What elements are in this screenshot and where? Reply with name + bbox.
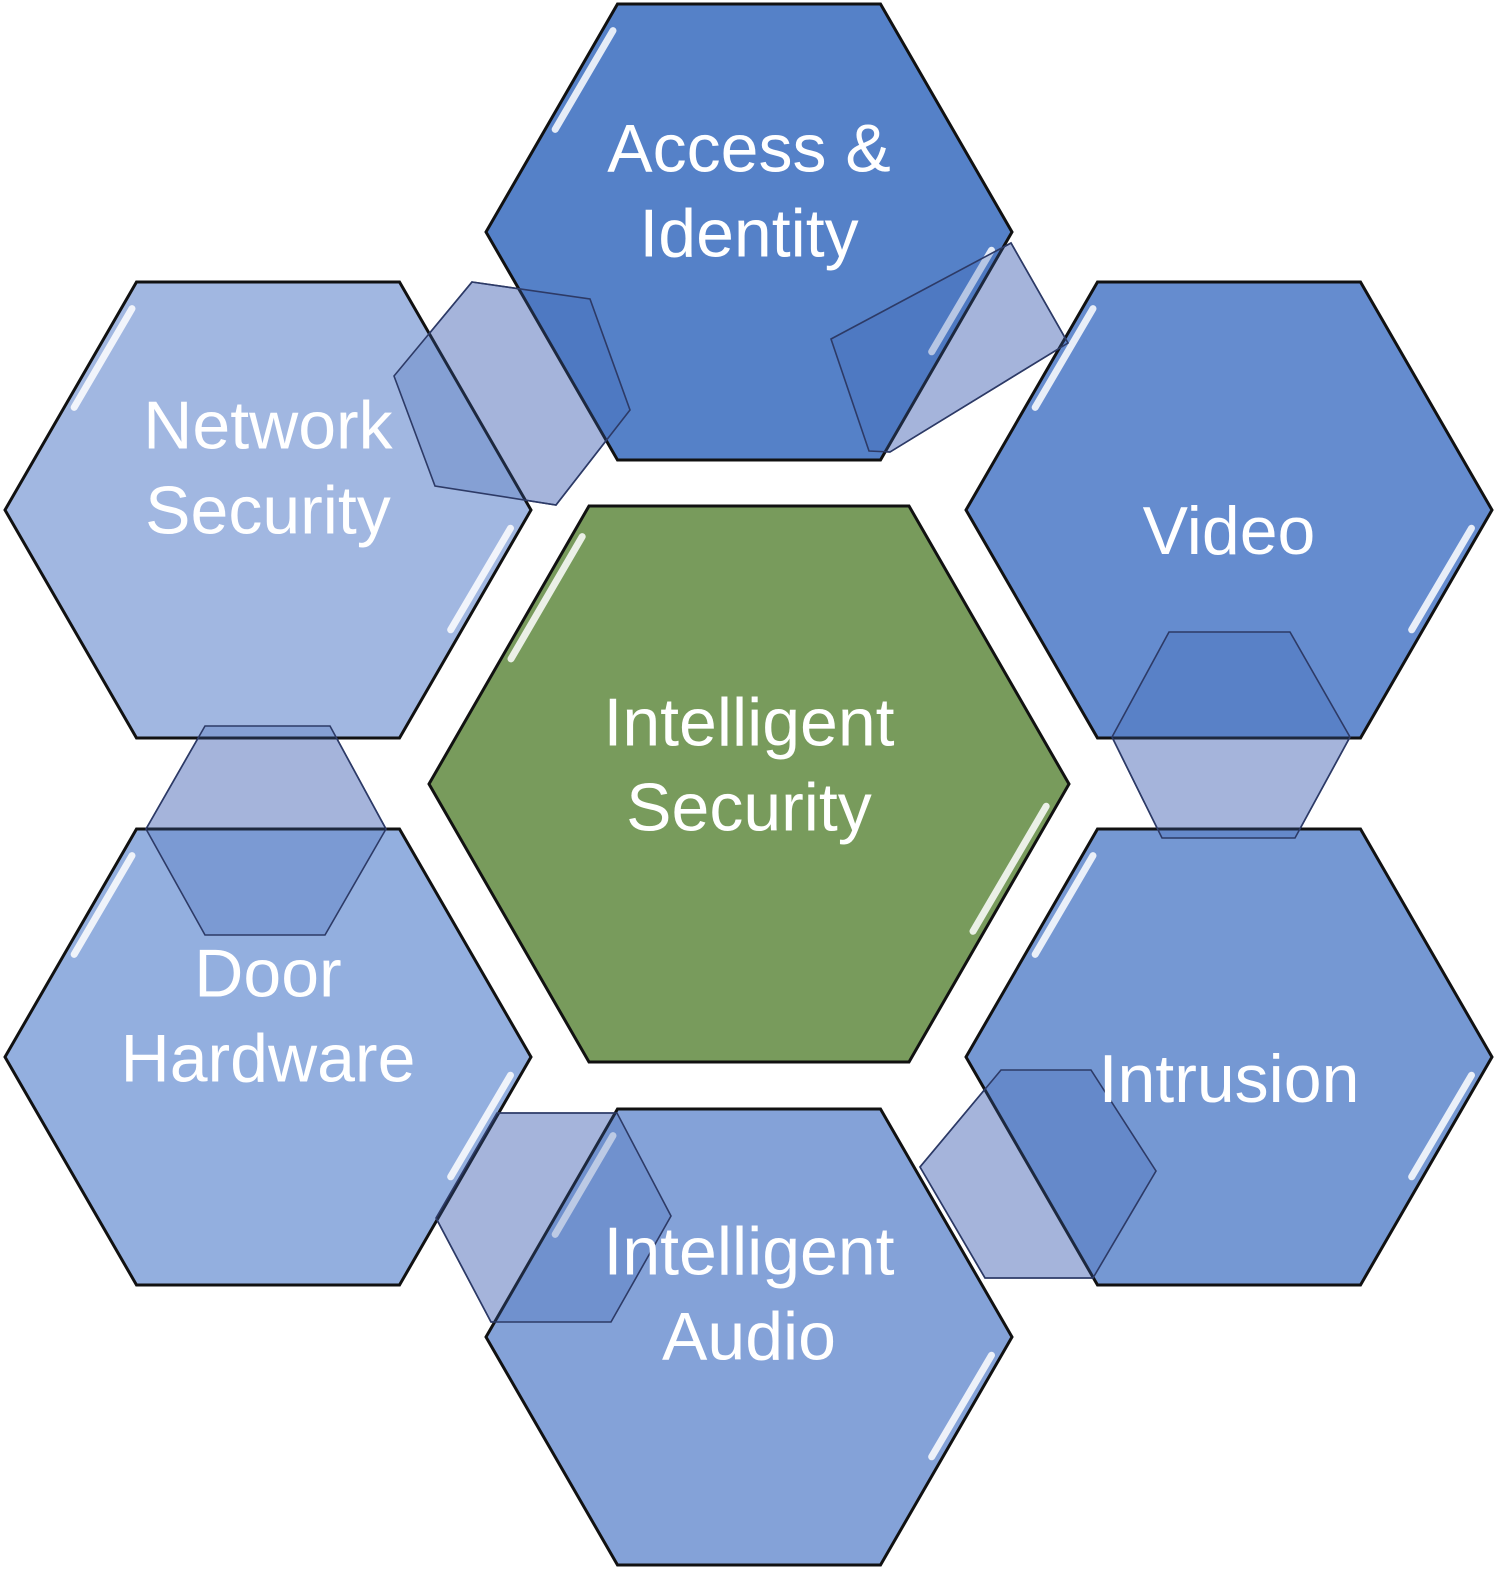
network-security-label-line-2: Security [145,473,391,549]
connector-overlap-4 [435,1112,672,1323]
connector-overlaps [145,241,1351,1323]
access-identity-hexagon [484,2,1014,462]
intelligent-audio-highlight-top [551,1132,617,1238]
door-hardware-highlight-top [70,852,136,958]
access-identity-hexagon-fill [484,2,1014,462]
intelligent-audio-hexagon [484,1107,1014,1567]
intrusion-highlight-bottom [1408,1071,1475,1181]
intelligent-audio-label-line-1: Intelligent [603,1214,894,1290]
intrusion-hexagon-fill [964,827,1494,1287]
video-hexagon [964,280,1494,740]
intelligent-security-hexagon [427,504,1071,1064]
video-label: Video [1143,493,1316,569]
video-highlight-top [1031,305,1097,411]
door-hardware-highlight-bottom [447,1071,514,1181]
access-identity-label: Access & Identity [607,111,890,272]
video-label-line-1: Video [1143,493,1316,569]
network-security-highlight-top [70,305,136,411]
connector-overlap-6 [393,281,631,506]
network-security-highlight-bottom [447,524,514,634]
video-hexagon-fill [964,280,1494,740]
intrusion-highlight-top [1031,852,1097,958]
access-identity-highlight-top [551,27,617,133]
intrusion-label-line-1: Intrusion [1099,1041,1360,1117]
intelligent-security-highlight-bottom [969,802,1050,935]
intelligent-security-label-line-1: Intelligent [603,685,894,761]
hexagons [3,2,1494,1567]
door-hardware-label-line-2: Hardware [121,1021,416,1097]
connector-overlap-1 [830,241,1070,453]
network-security-label-line-1: Network [143,388,393,464]
door-hardware-hexagon-fill [3,827,533,1287]
network-security-hexagon-fill [3,280,533,740]
door-hardware-label-line-1: Door [194,936,341,1012]
connector-overlap-2 [1111,631,1351,839]
intrusion-hexagon [964,827,1494,1287]
connector-overlap-5 [145,725,387,936]
access-identity-label-line-1: Access & [607,111,890,187]
intelligent-security-label-line-2: Security [626,770,872,846]
door-hardware-hexagon [3,827,533,1287]
access-identity-highlight-bottom [928,246,995,356]
video-highlight-bottom [1408,524,1475,634]
intrusion-label: Intrusion [1099,1041,1360,1117]
intelligent-audio-hexagon-fill [484,1107,1014,1567]
network-security-hexagon [3,280,533,740]
intelligent-audio-label-line-2: Audio [662,1299,836,1375]
intelligent-audio-highlight-bottom [928,1351,995,1461]
access-identity-label-line-2: Identity [639,196,858,272]
connector-overlap-3 [919,1069,1157,1279]
intelligent-security-hexagon-fill [427,504,1071,1064]
intelligent-security-highlight-top [507,533,586,663]
